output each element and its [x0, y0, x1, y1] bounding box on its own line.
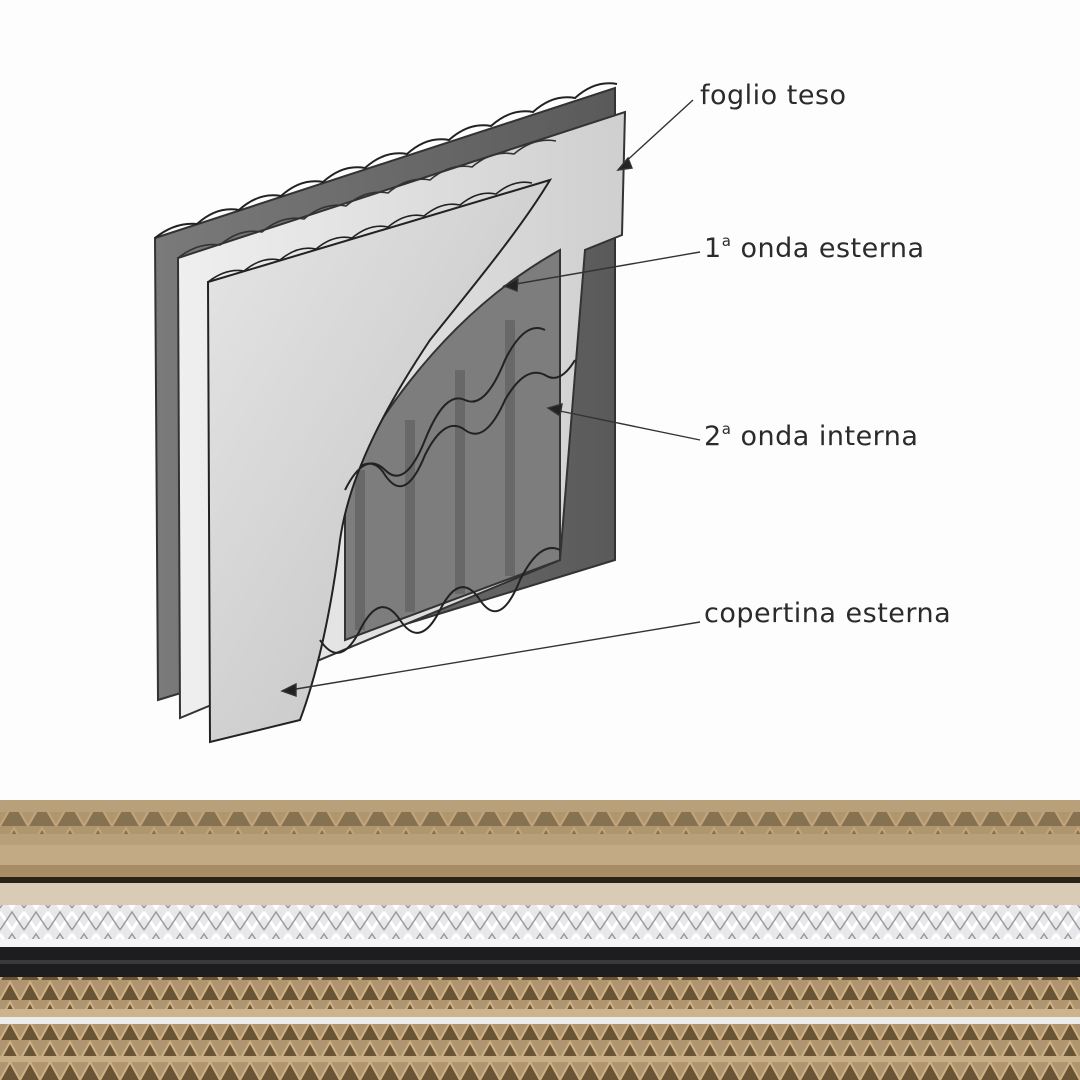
prima-onda-text: onda esterna [731, 233, 925, 264]
white-board-top-liner [0, 883, 1080, 905]
cardboard-layers-illustration [0, 800, 1080, 1080]
front-cover-sheet [206, 178, 553, 744]
prima-onda-number: 1 [704, 233, 722, 264]
seconda-onda-superscript: a [721, 420, 732, 438]
kraft-liner-3 [0, 1009, 1080, 1017]
middle-flute-edge [177, 139, 557, 259]
front-flute-edge [207, 181, 533, 283]
seconda-onda-text: onda interna [731, 421, 919, 452]
kraft-flute-lower-2 [0, 1024, 1080, 1056]
label-prima-onda-esterna: 1a onda esterna [704, 232, 925, 264]
label-foglio-teso-text: foglio teso [700, 80, 847, 111]
kraft-top-flute [0, 812, 1080, 834]
seconda-onda-number: 2 [704, 421, 722, 452]
label-seconda-onda-interna: 2a onda interna [704, 420, 918, 452]
black-board-liner [0, 960, 1080, 964]
callout-lines [280, 99, 701, 697]
corrugated-board-diagram [153, 82, 701, 744]
corrugated-cardboard-stack-photo [0, 800, 1080, 1080]
white-thin-liner [0, 1017, 1080, 1024]
back-flute-edge [154, 82, 618, 239]
wave-cut-edge [344, 327, 546, 491]
label-copertina-text: copertina esterna [704, 598, 952, 629]
kraft-liner-4 [0, 1056, 1080, 1062]
kraft-liner-1 [0, 845, 1080, 865]
inner-flutes [344, 248, 576, 642]
diagram-panel: foglio teso 1a onda esterna 2a onda inte… [153, 80, 951, 744]
label-copertina-esterna: copertina esterna [704, 598, 951, 629]
kraft-liner-2 [0, 865, 1080, 877]
prima-onda-superscript: a [721, 232, 732, 250]
kraft-flute-lower-3 [0, 1062, 1080, 1080]
dark-gap [0, 877, 1080, 883]
white-board-bottom-liner [0, 939, 1080, 947]
label-foglio-teso: foglio teso [700, 80, 847, 111]
white-board-flute [0, 905, 1080, 939]
kraft-flute-lower-1 [0, 977, 1080, 1009]
wave-bottom-edge [319, 547, 561, 654]
